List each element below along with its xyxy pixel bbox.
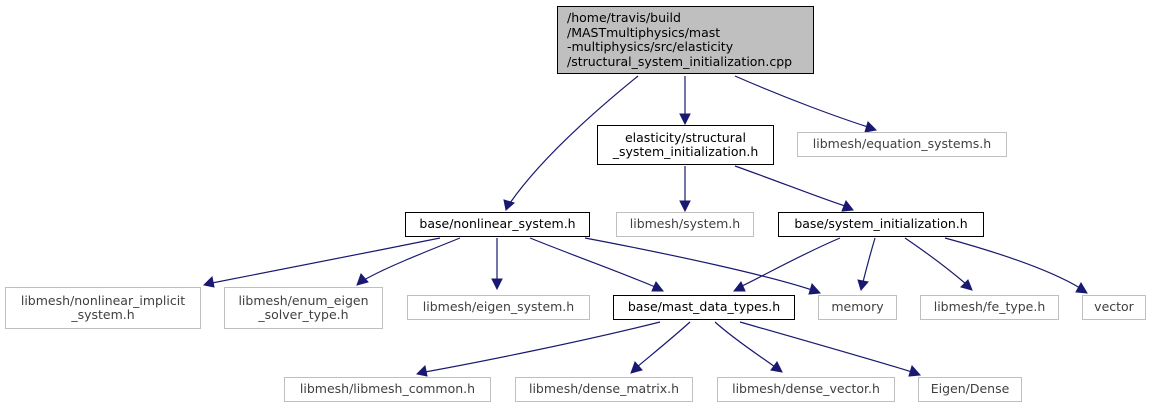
edge-nonlinear-to-enum-eigen — [363, 237, 461, 281]
node-root-cpp[interactable]: /home/travis/build /MASTmultiphysics/mas… — [557, 6, 814, 74]
node-libmesh-libmesh-common-h[interactable]: libmesh/libmesh_common.h — [284, 377, 491, 402]
node-eigen-dense[interactable]: Eigen/Dense — [918, 377, 1022, 402]
node-base-nonlinear-system-h[interactable]: base/nonlinear_system.h — [405, 212, 590, 237]
edge-mast-to-libmesh-common — [424, 321, 661, 373]
node-memory[interactable]: memory — [818, 295, 897, 320]
node-libmesh-enum-eigen-solver-type-h[interactable]: libmesh/enum_eigen _solver_type.h — [224, 287, 383, 329]
edge-mast-to-dense-vector — [714, 321, 776, 368]
edge-root-to-nonlinear-system — [509, 75, 639, 204]
node-libmesh-system-h[interactable]: libmesh/system.h — [616, 212, 754, 237]
edge-mast-to-dense-matrix — [636, 321, 691, 368]
edge-system-initialization-to-fe-type — [904, 237, 967, 285]
node-base-mast-data-types-h[interactable]: base/mast_data_types.h — [613, 295, 795, 320]
node-libmesh-dense-matrix-h[interactable]: libmesh/dense_matrix.h — [515, 377, 693, 402]
node-libmesh-fe-type-h[interactable]: libmesh/fe_type.h — [920, 295, 1059, 320]
edge-system-initialization-to-memory — [862, 237, 876, 283]
edge-nonlinear-to-memory — [584, 237, 813, 291]
edge-nonlinear-to-mast-data-types — [529, 237, 656, 288]
edge-system-initialization-to-mast-data-types — [741, 237, 841, 287]
node-elasticity-structural-system-initialization-h[interactable]: elasticity/structural _system_initializa… — [597, 125, 774, 165]
edge-mast-to-eigen-dense — [739, 321, 913, 373]
node-libmesh-nonlinear-implicit-system-h[interactable]: libmesh/nonlinear_implicit _system.h — [5, 287, 201, 329]
edge-elasticity-ssi-to-system-initialization — [734, 165, 846, 207]
edge-nonlinear-to-nonlinear-implicit — [211, 237, 441, 284]
node-base-system-initialization-h[interactable]: base/system_initialization.h — [778, 212, 984, 237]
node-libmesh-eigen-system-h[interactable]: libmesh/eigen_system.h — [407, 295, 590, 320]
node-vector[interactable]: vector — [1082, 295, 1146, 320]
node-libmesh-equation-systems-h[interactable]: libmesh/equation_systems.h — [797, 132, 1007, 157]
node-libmesh-dense-vector-h[interactable]: libmesh/dense_vector.h — [717, 377, 895, 402]
edge-root-to-equation-systems — [734, 75, 869, 128]
edge-system-initialization-to-vector — [944, 237, 1081, 289]
